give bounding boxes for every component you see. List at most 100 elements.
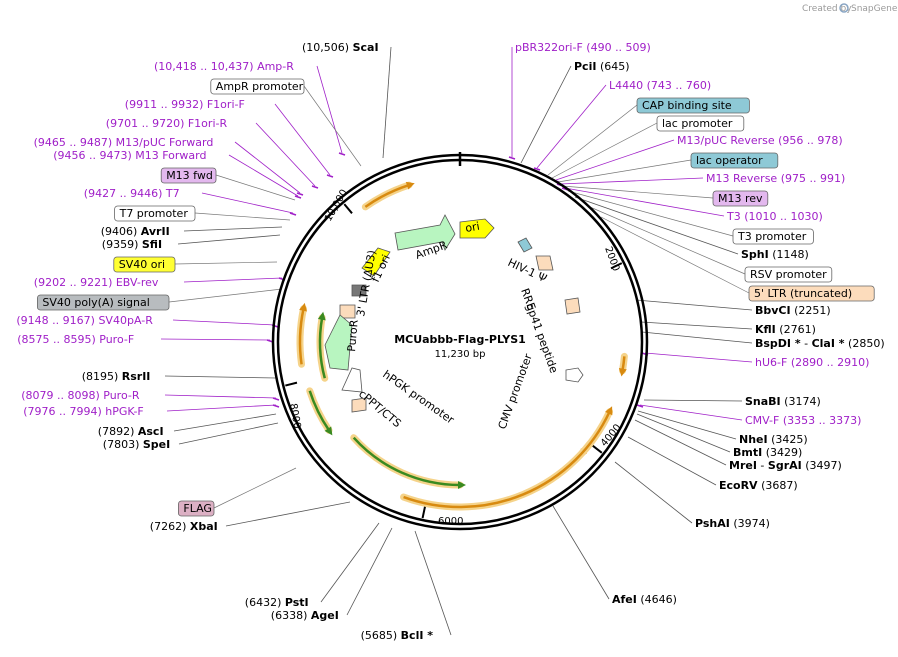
- pshai-label: PshAI (3974): [695, 517, 770, 530]
- m13-rev-box-text: M13 rev: [718, 192, 763, 205]
- green-inner-arc: [352, 436, 461, 487]
- lac-promoter-box-text: lac promoter: [662, 117, 733, 130]
- sv40-ori-label: SV40 ori: [113, 256, 176, 273]
- puror-arrow: [324, 314, 353, 371]
- sphi-text: SphI (1148): [741, 248, 809, 261]
- cap-binding-site-box-text: CAP binding site: [642, 99, 732, 112]
- hu6-f-text: hU6-F (2890 .. 2910): [755, 356, 869, 369]
- cmv-arrow: [565, 367, 584, 383]
- inner-label-puror: PuroR: [345, 319, 361, 352]
- gp41-block: [564, 297, 581, 315]
- cmv-f-label: CMV-F (3353 .. 3373): [745, 414, 861, 427]
- green-inner-arc-halo: [350, 434, 464, 489]
- puro-r-label: (8079 .. 8098) Puro-R: [21, 389, 140, 402]
- f1ori-f-label: (9911 .. 9932) F1ori-F: [125, 98, 245, 111]
- m13-forward-label: (9456 .. 9473) M13 Forward: [53, 149, 206, 162]
- tick-label-6000: 6000: [438, 516, 463, 527]
- t7-promoter-box-text: T7 promoter: [119, 207, 189, 220]
- m13-rev-box: [712, 190, 769, 207]
- sv40-ori-box: [113, 256, 176, 273]
- rsrii-text: (8195) RsrII: [82, 370, 151, 383]
- m13-reverse-label: M13 Reverse (975 .. 991): [706, 172, 845, 185]
- xbai-label: (7262) XbaI: [150, 520, 218, 533]
- lac-operator-box: [690, 152, 779, 169]
- amp-r-text: (10,418 .. 10,437) Amp-R: [154, 60, 294, 73]
- 5-ltr-truncated-box: [748, 285, 875, 302]
- asci-label: (7892) AscI: [98, 425, 164, 438]
- m13-puc-forward-label: (9465 .. 9487) M13/pUC Forward: [34, 136, 214, 149]
- sfii-label: (9359) SfiI: [102, 238, 162, 251]
- tick-label-2000: 2000: [602, 245, 621, 273]
- ecorv-text: EcoRV (3687): [719, 479, 798, 492]
- brand-name: SnapGene: [851, 4, 898, 14]
- puro-f-text: (8575 .. 8595) Puro-F: [17, 333, 134, 346]
- m13-fwd-label: M13 fwd: [160, 167, 217, 184]
- puro-f-label: (8575 .. 8595) Puro-F: [17, 333, 134, 346]
- m13-fwd-box: [160, 167, 217, 184]
- puror-outer-arc-arrowhead: [324, 426, 333, 436]
- lac-operator-box-text: lac operator: [696, 154, 763, 167]
- plasmid-length: 11,230 bp: [435, 349, 486, 360]
- cap-binding-site-box: [636, 97, 750, 114]
- scai-label: (10,506) ScaI: [302, 41, 379, 54]
- hpgk-f-label: (7976 .. 7994) hPGK-F: [23, 405, 144, 418]
- ltr3-block: [339, 304, 356, 319]
- rsrii-label: (8195) RsrII: [82, 370, 151, 383]
- t7-promoter-box: [114, 205, 196, 222]
- pcii-text: PciI (645): [574, 60, 630, 73]
- snapgene-brand: Created by SnapGene: [802, 3, 898, 14]
- sfii-text: (9359) SfiI: [102, 238, 162, 251]
- nhei-text: NheI (3425): [739, 433, 808, 446]
- plasmid-name: MCUabbb-Flag-PLYS1: [394, 333, 526, 346]
- agei-text: (6338) AgeI: [271, 609, 339, 622]
- afei-label: AfeI (4646): [612, 593, 677, 606]
- m13-fwd-box-text: M13 fwd: [166, 169, 213, 182]
- tick-label-8000: 8000: [287, 403, 302, 430]
- asci-text: (7892) AscI: [98, 425, 164, 438]
- inner-label-ori: ori: [464, 220, 480, 235]
- mrei-text: MreI - SgrAI (3497): [729, 459, 842, 472]
- snabi-label: SnaBI (3174): [745, 395, 821, 408]
- amp-r-label: (10,418 .. 10,437) Amp-R: [154, 60, 294, 73]
- ori-arrow: [459, 218, 495, 239]
- t3-label: T3 (1010 .. 1030): [726, 210, 823, 223]
- agei-label: (6338) AgeI: [271, 609, 339, 622]
- lac-promoter-box: [656, 115, 745, 132]
- f1ori-r-label: (9701 .. 9720) F1ori-R: [106, 117, 228, 130]
- 5-ltr-truncated-label: 5' LTR (truncated): [748, 285, 875, 302]
- sv40-poly-a-signal-label: SV40 poly(A) signal: [37, 294, 170, 311]
- bmti-text: BmtI (3429): [733, 446, 802, 459]
- ebv-rev-label: (9202 .. 9221) EBV-rev: [34, 276, 159, 289]
- m13-puc-reverse-text: M13/pUC Reverse (956 .. 978): [677, 134, 843, 147]
- t7-label: (9427 .. 9446) T7: [84, 187, 180, 200]
- 5-ltr-truncated-box-text: 5' LTR (truncated): [754, 287, 852, 300]
- t7-text: (9427 .. 9446) T7: [84, 187, 180, 200]
- brand-prefix: Created by: [802, 4, 852, 14]
- sv40pa-r-label: (9148 .. 9167) SV40pA-R: [16, 314, 153, 327]
- pbr322ori-f-label: pBR322ori-F (490 .. 509): [515, 41, 651, 54]
- tick-8000: [285, 381, 298, 387]
- m13-rev-label: M13 rev: [712, 190, 769, 207]
- pcii-label: PciI (645): [574, 60, 630, 73]
- hpgk-arrow: [341, 367, 363, 393]
- hpgk-f-text: (7976 .. 7994) hPGK-F: [23, 405, 144, 418]
- puro-r-text: (8079 .. 8098) Puro-R: [21, 389, 140, 402]
- ampr-outer-arrow-arrowhead: [405, 181, 415, 190]
- m13-puc-forward-text: (9465 .. 9487) M13/pUC Forward: [34, 136, 214, 149]
- tick-6000: [421, 506, 427, 519]
- mrei-label: MreI - SgrAI (3497): [729, 459, 842, 472]
- cmv-outer-arc-arrowhead: [605, 406, 613, 416]
- inner-label-cmv-promoter: CMV promoter: [496, 352, 535, 431]
- pshai-text: PshAI (3974): [695, 517, 770, 530]
- f1ori-arrow: [361, 247, 391, 277]
- l4440-label: L4440 (743 .. 760): [609, 79, 711, 92]
- tick-10-000: [343, 203, 353, 214]
- bbvci-text: BbvCI (2251): [755, 304, 831, 317]
- m13-reverse-text: M13 Reverse (975 .. 991): [706, 172, 845, 185]
- avrii-text: (9406) AvrII: [101, 225, 170, 238]
- xbai-text: (7262) XbaI: [150, 520, 218, 533]
- ampr-promoter-label: AmpR promoter: [210, 78, 305, 95]
- spei-label: (7803) SpeI: [103, 438, 170, 451]
- m13-forward-text: (9456 .. 9473) M13 Forward: [53, 149, 206, 162]
